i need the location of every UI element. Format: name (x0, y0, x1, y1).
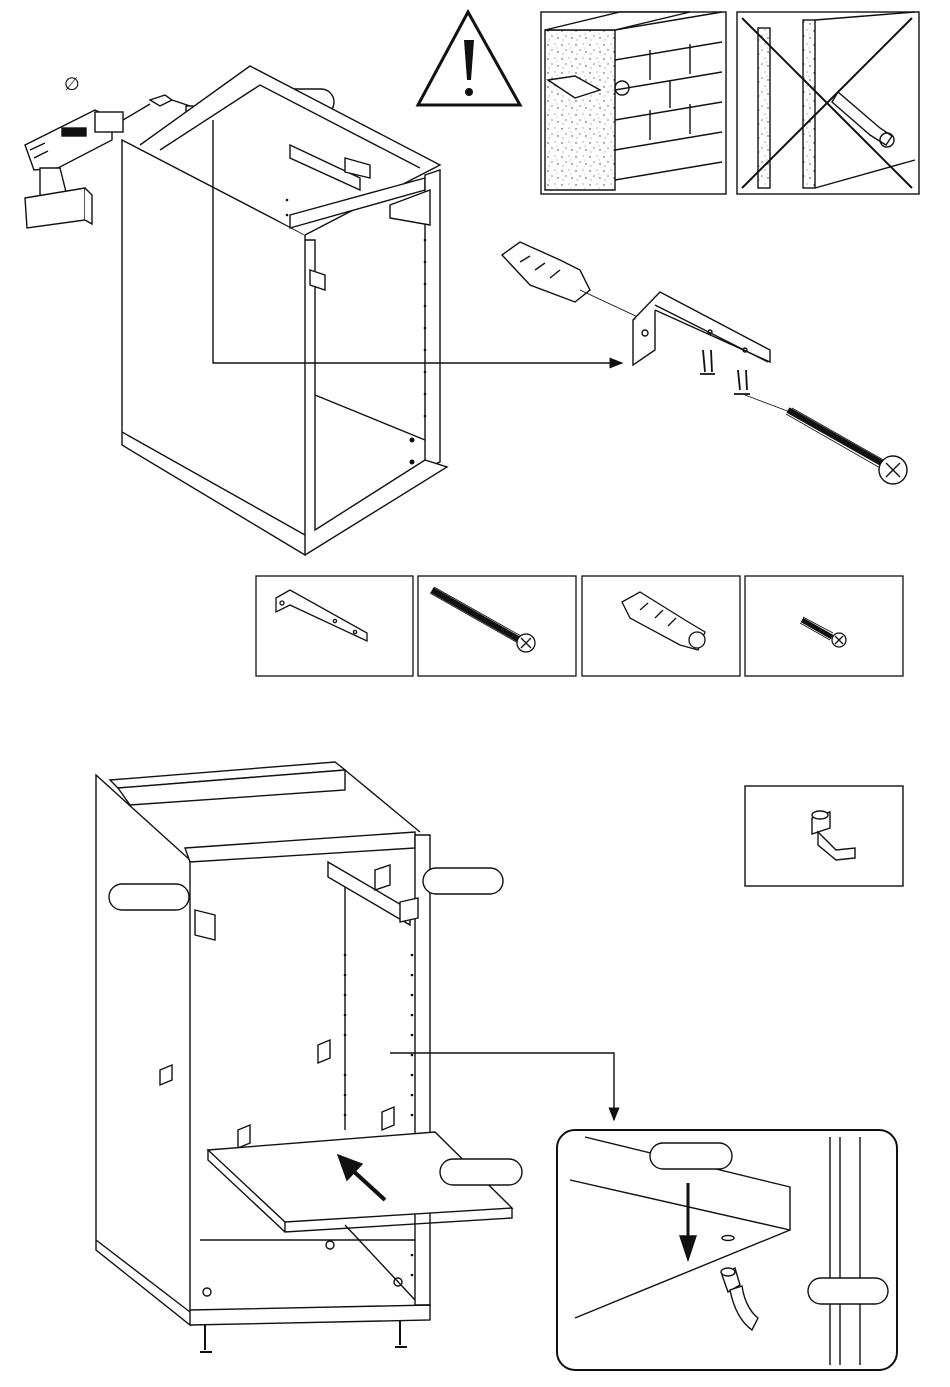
part-short-screw (745, 576, 903, 676)
callout-bubble-right (423, 868, 503, 894)
masonry-wall-panel (541, 12, 726, 194)
callout-bubble-shelf (440, 1159, 522, 1185)
cabinet-top-step (122, 66, 447, 555)
part-angle-bracket (256, 576, 413, 676)
shelf-pins-mounted (160, 1040, 394, 1148)
part-long-screw (418, 576, 576, 676)
parts-row (256, 576, 903, 676)
hollow-wall-panel (737, 12, 919, 194)
step-shelf-installation (96, 762, 903, 1370)
cabinet-hole-row (286, 199, 427, 465)
detail-side-callout-bubble (808, 1278, 888, 1304)
cabinet-bottom-step (96, 762, 430, 1352)
detail-callout-bubble (650, 1143, 732, 1169)
drill-bit-symbol: ∅ (64, 74, 80, 95)
callout-bubble-left (109, 884, 189, 910)
step-wall-mounting: ∅ (25, 12, 919, 555)
warning-triangle-icon (418, 12, 520, 105)
part-wall-plug (582, 576, 740, 676)
detail-view (557, 1130, 897, 1370)
inset-shelf-pin (745, 786, 903, 886)
